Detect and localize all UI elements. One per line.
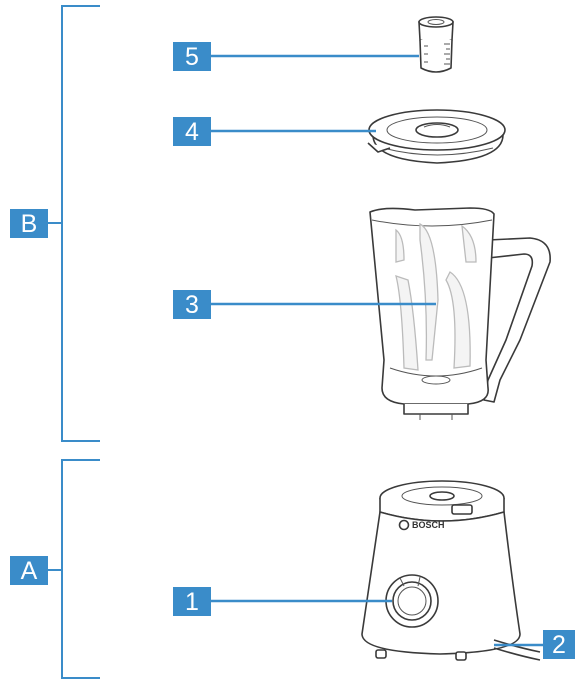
group-label-a: A — [10, 556, 48, 585]
motor-base-icon: BOSCH — [362, 481, 520, 660]
callout-4-text: 4 — [185, 118, 199, 146]
group-label-b-text: B — [21, 210, 38, 238]
bracket-group-b — [48, 6, 100, 441]
group-label-a-text: A — [21, 557, 38, 585]
measuring-cap-icon — [419, 17, 453, 72]
bracket-group-a — [48, 460, 100, 678]
callout-3-text: 3 — [185, 291, 199, 319]
control-knob-icon — [386, 575, 438, 627]
brand-logo-text: BOSCH — [412, 520, 445, 530]
callout-5-text: 5 — [185, 43, 199, 71]
callout-1: 1 — [173, 587, 392, 616]
jug-lid-icon — [368, 110, 505, 163]
blender-jug-icon — [370, 208, 550, 420]
callout-5: 5 — [173, 42, 419, 71]
callout-1-text: 1 — [185, 588, 199, 616]
callout-4: 4 — [173, 117, 376, 146]
group-label-b: B — [10, 209, 48, 238]
callout-2-text: 2 — [552, 631, 566, 659]
